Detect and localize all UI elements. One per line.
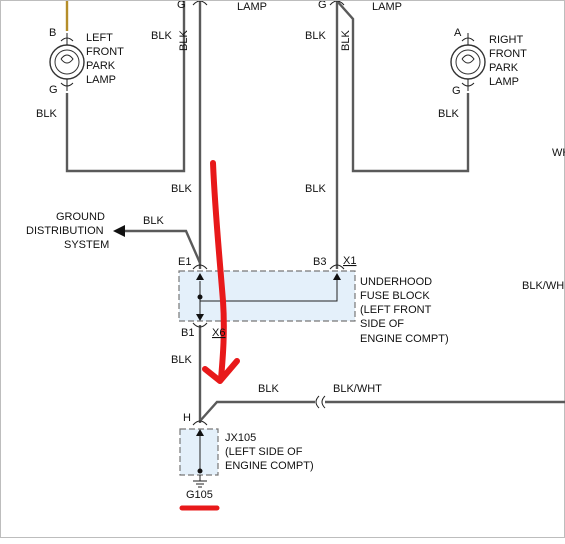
pin-g-left-top-label: G [177, 1, 186, 11]
pin-b1-label: B1 [181, 327, 194, 339]
right-lamp-name-3: PARK [489, 62, 519, 74]
wire-label-blk-c: BLK [305, 30, 326, 42]
g105-label: G105 [186, 489, 213, 501]
right-lamp-name-2: FRONT [489, 48, 527, 60]
fuse-block-label-3: (LEFT FRONT [360, 304, 432, 316]
jx105-internal [196, 429, 204, 474]
left-lamp-pin-b-label: B [49, 27, 56, 39]
left-lamp-name-4: LAMP [86, 74, 116, 86]
wire-ground-distribution [123, 229, 202, 264]
left-lamp-top-label: LAMP [237, 1, 267, 13]
wire-label-blk-f: BLK [305, 183, 326, 195]
left-lamp-name-2: FRONT [86, 46, 124, 58]
jx105-block [179, 428, 219, 476]
right-lamp-name-4: LAMP [489, 76, 519, 88]
underhood-fuse-block [178, 270, 356, 322]
left-front-park-lamp-icon [49, 33, 85, 91]
wire-label-blk-a: BLK [151, 30, 172, 42]
left-lamp-name-1: LEFT [86, 32, 113, 44]
fuse-block-internal-bus [196, 273, 341, 321]
pin-g-right-top-icon [329, 0, 345, 6]
fuse-block-label-5: ENGINE COMPT) [360, 333, 449, 345]
left-lamp-pin-g-label: G [49, 84, 58, 96]
red-annotation-arrowhead [202, 358, 240, 384]
jx105-label-1: JX105 [225, 432, 256, 444]
wire-splice-blk [199, 400, 315, 422]
ground-distribution-label-2: DISTRIBUTION [26, 225, 104, 237]
jx105-label-3: ENGINE COMPT) [225, 460, 314, 472]
pin-b3-connector-icon [329, 264, 345, 270]
fuse-block-label-1: UNDERHOOD [360, 276, 432, 288]
wire-label-blk-wht: BLK/WHT [333, 383, 382, 395]
right-edge-blkwh-label: BLK/WH [522, 280, 564, 292]
red-annotation-arrow [210, 160, 227, 382]
pin-g-left-top-icon [192, 0, 208, 6]
jx105-label-2: (LEFT SIDE OF [225, 446, 303, 458]
wire-label-blk-e: BLK [171, 183, 192, 195]
ground-symbol-icon [193, 475, 207, 488]
pin-b3-label: B3 [313, 256, 326, 268]
fuse-block-label-4: SIDE OF [360, 318, 404, 330]
pin-h-label: H [183, 412, 191, 424]
wires [65, 0, 565, 423]
wire-label-blk-h: BLK [171, 354, 192, 366]
pin-e1-label: E1 [178, 256, 191, 268]
wire-label-blk-splice: BLK [258, 383, 279, 395]
right-lamp-top-label: LAMP [372, 1, 402, 13]
conn-x6-label: X6 [212, 327, 225, 339]
wire-label-blk-d: BLK [340, 30, 352, 51]
pin-h-connector-icon [192, 420, 208, 426]
wire-left-lamp-ground [65, 1, 186, 173]
conn-x1-label: X1 [343, 255, 356, 267]
wire-label-blk-left-lamp: BLK [36, 108, 57, 120]
wire-label-blk-right-lamp: BLK [438, 108, 459, 120]
right-front-park-lamp-icon [450, 33, 486, 91]
right-lamp-name-1: RIGHT [489, 34, 524, 46]
pin-e1-connector-icon [192, 264, 208, 270]
wire-label-blk-b: BLK [178, 30, 190, 51]
right-lamp-pin-a-label: A [454, 27, 462, 39]
fuse-block-label-2: FUSE BLOCK [360, 290, 430, 302]
inline-connector-icon [315, 395, 326, 409]
right-edge-wh-label: WH [552, 147, 565, 159]
pin-g-right-top-label: G [318, 1, 327, 11]
ground-distribution-label-3: SYSTEM [64, 239, 109, 251]
left-lamp-name-3: PARK [86, 60, 116, 72]
ground-distribution-label-1: GROUND [56, 211, 105, 223]
wire-label-blk-g: BLK [143, 215, 164, 227]
pin-b1-connector-icon [192, 322, 208, 328]
ground-arrow-icon [113, 225, 125, 237]
right-lamp-pin-g-label: G [452, 85, 461, 97]
wire-right-lamp-ground [336, 0, 470, 173]
